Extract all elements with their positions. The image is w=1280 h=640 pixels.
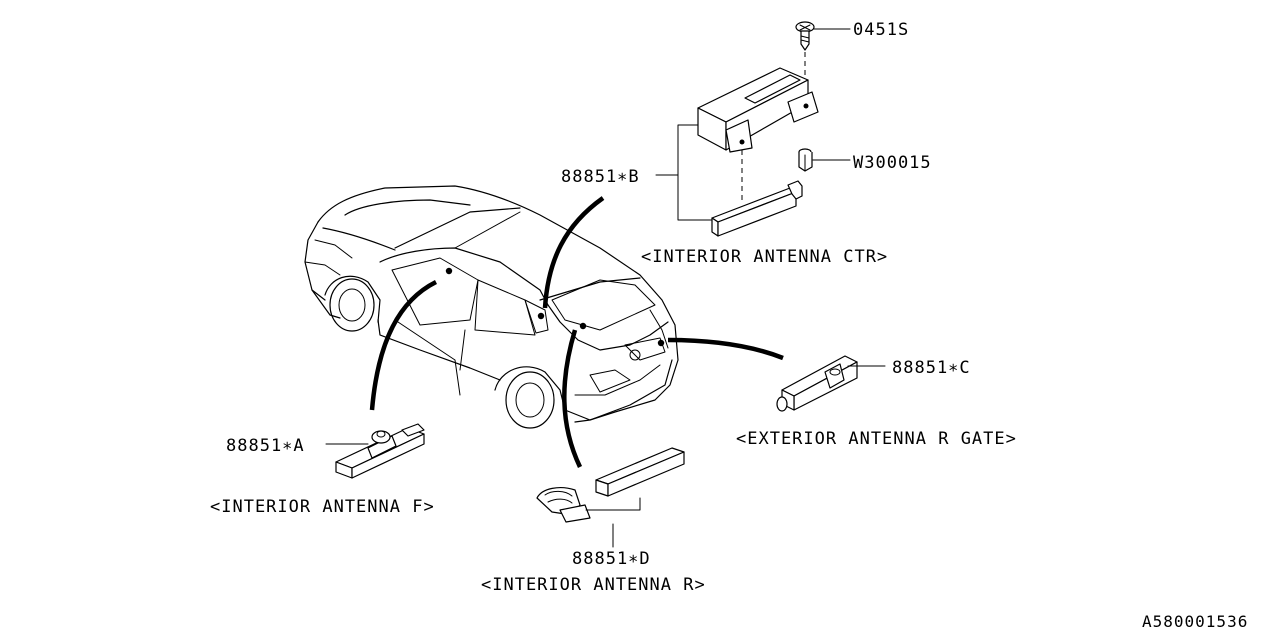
leader-rear [562,329,583,468]
leader-rear-gate [667,337,784,361]
callout-part-b: 88851∗B [561,167,640,187]
leader-ctr [542,196,605,309]
antenna-rear-gate-part [776,355,886,412]
nut-icon [798,148,813,172]
callout-part-c: 88851∗C [892,358,971,378]
caption-rear: <INTERIOR ANTENNA R> [481,575,706,595]
labels: 0451S W300015 88851∗B <INTERIOR ANTENNA … [210,20,1248,631]
caption-rear-gate: <EXTERIOR ANTENNA R GATE> [736,429,1017,449]
antenna-front-part [325,423,425,479]
callout-bolt: 0451S [853,20,909,40]
diagram-id: A580001536 [1142,612,1248,631]
bolt-icon [795,21,815,51]
antenna-ctr-assembly [655,21,851,237]
leader-front [369,279,438,411]
caption-ctr: <INTERIOR ANTENNA CTR> [641,247,888,267]
callout-part-d: 88851∗D [572,549,651,569]
vehicle-illustration [304,185,679,429]
caption-front: <INTERIOR ANTENNA F> [210,497,435,517]
callout-nut: W300015 [853,153,932,173]
leader-wires [369,196,784,468]
antenna-rear-part [536,447,685,548]
callout-part-a: 88851∗A [226,436,305,456]
